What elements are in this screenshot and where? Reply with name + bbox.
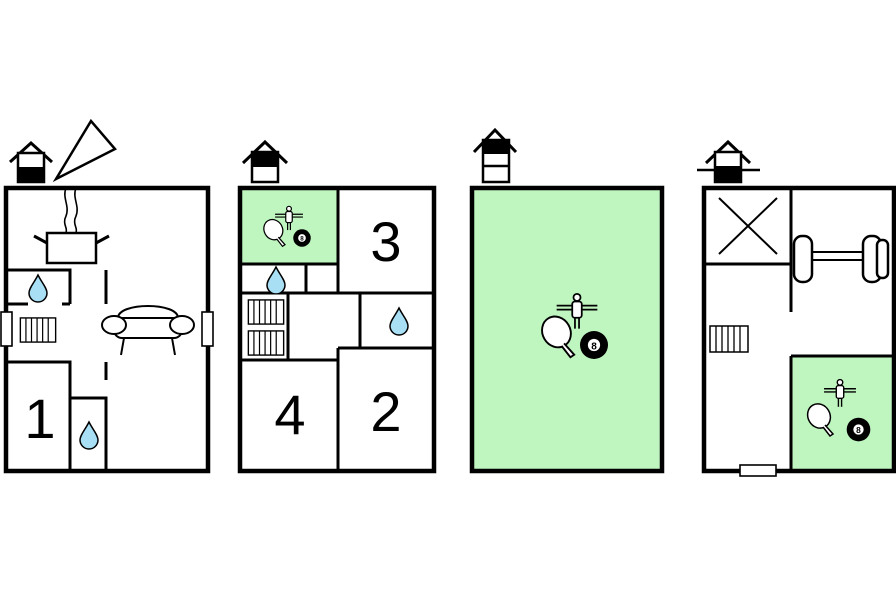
room-number: 4 (274, 383, 305, 446)
billiard-ball-icon (846, 417, 871, 442)
compass-icon (52, 118, 117, 183)
stairs-icon (247, 330, 285, 356)
ground-floor: 1 (0, 118, 214, 474)
sofa-icon (101, 305, 195, 356)
stairs-icon (247, 299, 285, 325)
room-number: 3 (370, 210, 401, 273)
billiard-ball-icon (580, 331, 608, 359)
water-drop-icon (28, 274, 48, 303)
basement-floor-outline (701, 185, 896, 474)
water-drop-icon (266, 266, 286, 294)
house-level-icon (472, 127, 518, 184)
billiard-ball-icon (293, 229, 311, 247)
stairs-icon (19, 317, 57, 343)
house-level-icon (8, 140, 54, 184)
window-icon (0, 311, 13, 347)
window-icon (201, 311, 214, 347)
house-level-icon (241, 139, 289, 184)
window-icon (739, 464, 777, 477)
dumbbell-icon (792, 234, 890, 284)
first-floor: 3 4 2 (237, 139, 437, 474)
house-level-icon (697, 139, 760, 184)
room-number: 1 (24, 387, 55, 450)
basement-floor (697, 139, 896, 477)
activity-room-fill (791, 356, 894, 469)
room-number: 2 (370, 380, 401, 443)
stove-pot-icon (33, 187, 110, 265)
water-drop-icon (389, 307, 409, 336)
activity-floor (469, 127, 665, 474)
storage-x-icon (718, 197, 778, 255)
stairs-icon (709, 325, 749, 353)
water-drop-icon (79, 421, 99, 450)
